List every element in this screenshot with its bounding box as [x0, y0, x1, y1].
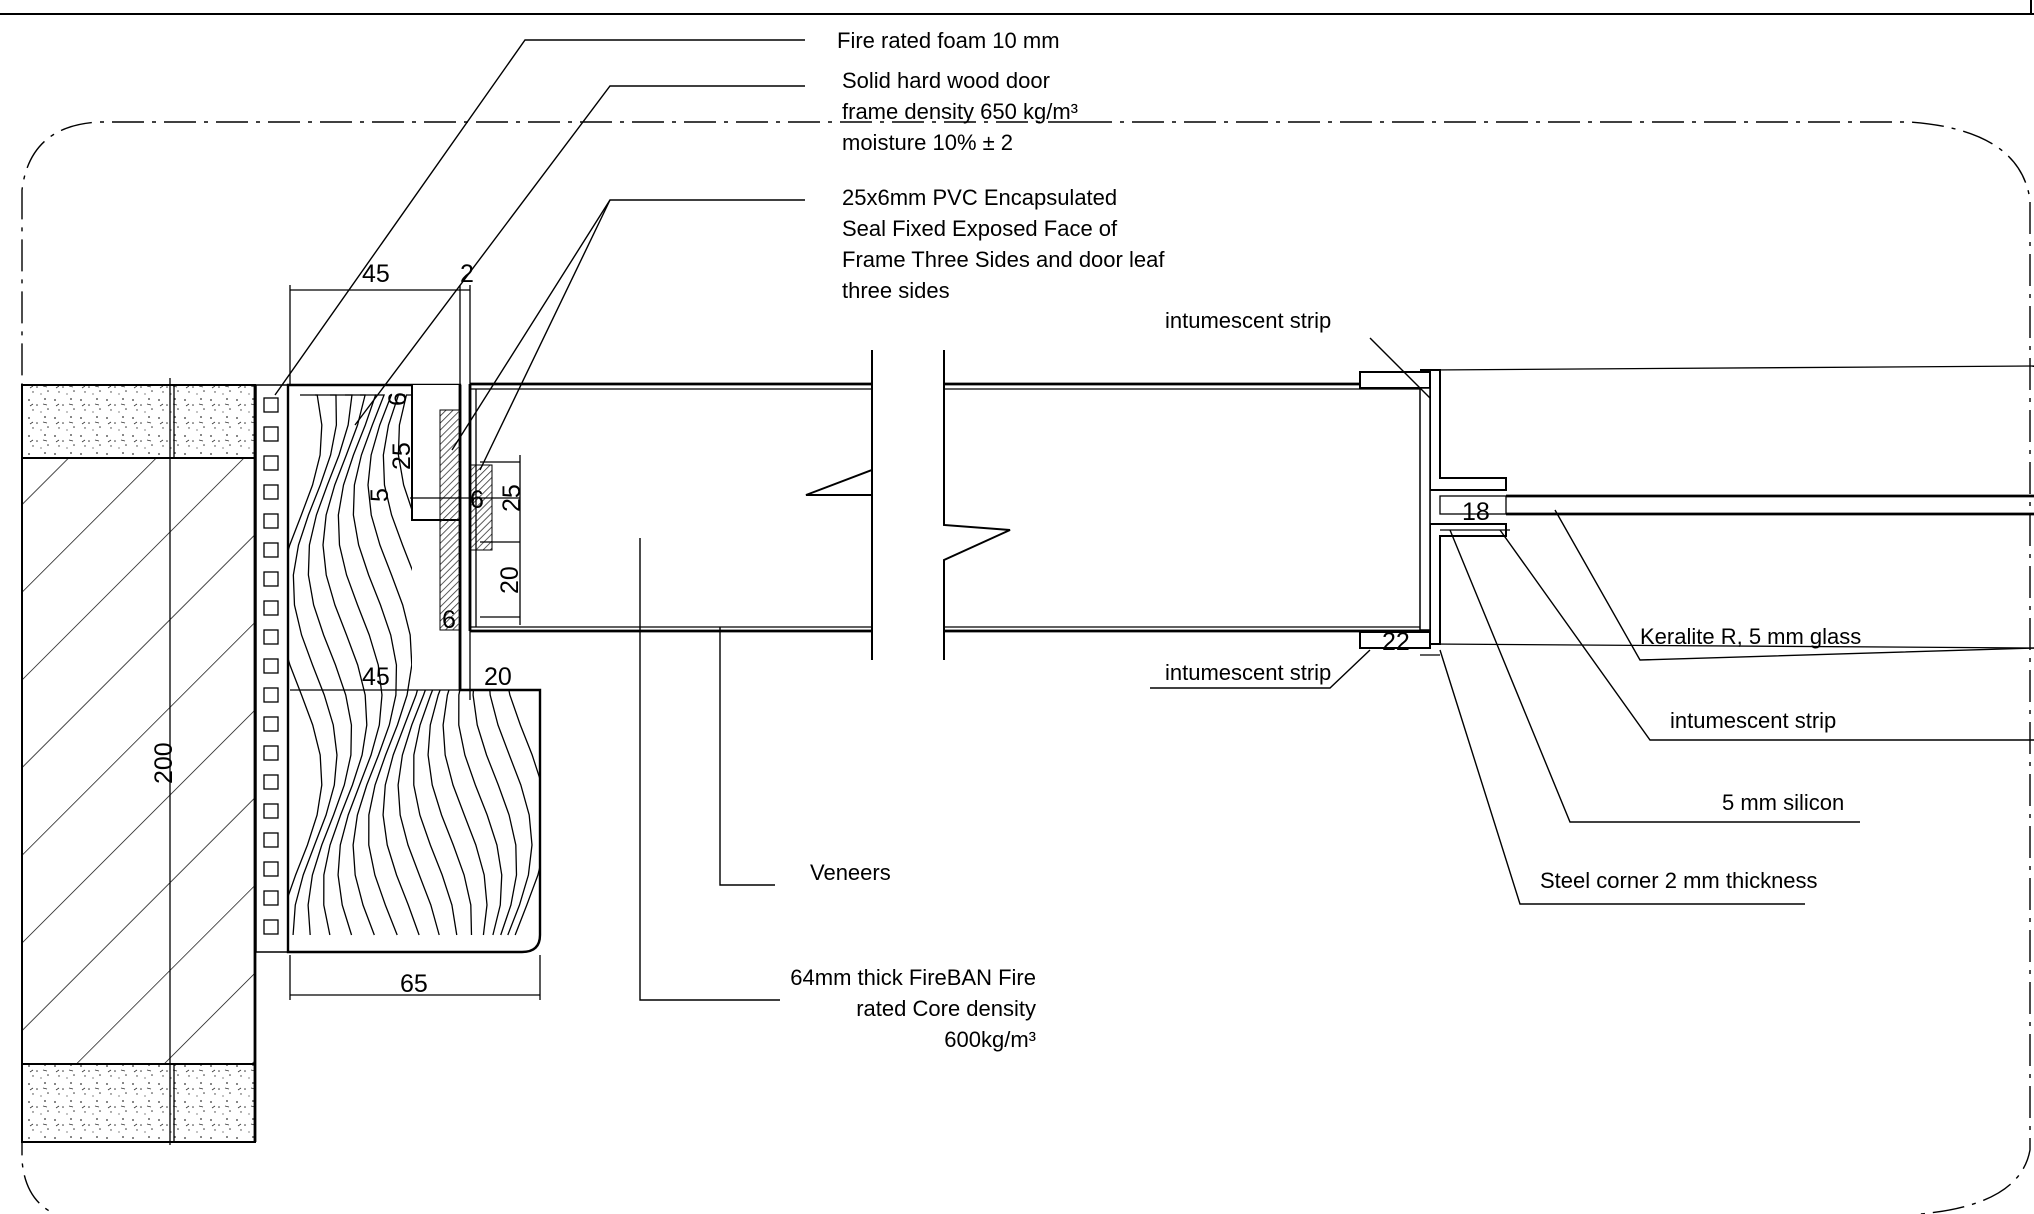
wood-grain-line	[307, 394, 353, 936]
foam-cell	[263, 745, 279, 761]
dim-steel-22: 22	[1382, 628, 1410, 656]
label-core-line3: 600kg/m³	[944, 1027, 1036, 1052]
dim-20-horizontal: 20	[484, 663, 512, 691]
dim-20-vertical: 20	[496, 566, 524, 594]
label-core-line1: 64mm thick FireBAN Fire	[790, 965, 1036, 990]
dim-frame-45-lower: 45	[362, 663, 390, 691]
steel-corner-glazing	[1359, 365, 2034, 649]
dim-frame-65: 65	[400, 970, 428, 998]
label-hardwood-line3: moisture 10% ± 2	[842, 130, 1013, 155]
label-silicon: 5 mm silicon	[1722, 790, 1844, 815]
masonry-wall	[21, 384, 257, 1143]
foam-cell	[263, 455, 279, 471]
label-intumescent-bottom: intumescent strip	[1165, 660, 1331, 685]
door-leaf	[468, 350, 1430, 670]
label-pvc-line4: three sides	[842, 278, 950, 303]
dimension-lines	[169, 285, 1510, 1145]
dim-6-bottom: 6	[442, 606, 456, 634]
foam-cell	[263, 803, 279, 819]
label-core-line2: rated Core density	[856, 996, 1036, 1021]
foam-cell	[263, 861, 279, 877]
foam-cell	[263, 426, 279, 442]
dim-6-mid: 6	[470, 486, 484, 514]
wood-grain-line	[367, 394, 413, 936]
dim-6-top: 6	[384, 392, 412, 406]
label-pvc-line1: 25x6mm PVC Encapsulated	[842, 185, 1117, 210]
pvc-seal-lower	[439, 519, 461, 631]
dim-25-right: 25	[498, 484, 526, 512]
label-veneers: Veneers	[810, 860, 891, 885]
label-intumescent-right: intumescent strip	[1670, 708, 1836, 733]
foam-cell	[263, 484, 279, 500]
dim-5: 5	[366, 488, 394, 502]
dim-glass-18: 18	[1462, 498, 1490, 526]
label-steel-corner: Steel corner 2 mm thickness	[1540, 868, 1818, 893]
foam-cell	[263, 774, 279, 790]
wood-grain-line	[352, 394, 398, 936]
label-hardwood-line2: frame density 650 kg/m³	[842, 99, 1078, 124]
foam-cell	[263, 687, 279, 703]
pvc-seal-upper	[439, 409, 461, 521]
foam-cell	[263, 397, 279, 413]
foam-cell	[263, 919, 279, 935]
label-pvc-line3: Frame Three Sides and door leaf	[842, 247, 1165, 272]
wood-grain-line	[337, 394, 383, 936]
label-keralite: Keralite R, 5 mm glass	[1640, 624, 1861, 649]
label-fire-foam: Fire rated foam 10 mm	[837, 28, 1060, 53]
break-line-left	[805, 350, 873, 660]
dim-wall-200: 200	[150, 742, 178, 784]
detail-boundary	[21, 121, 2031, 1214]
label-intumescent-top: intumescent strip	[1165, 308, 1331, 333]
dim-25-left: 25	[388, 442, 416, 470]
foam-cell	[263, 716, 279, 732]
leader-lines	[274, 39, 2034, 1001]
label-hardwood-line1: Solid hard wood door	[842, 68, 1050, 93]
foam-cell	[263, 832, 279, 848]
foam-cell	[263, 890, 279, 906]
foam-cell	[263, 513, 279, 529]
fire-foam-strip	[255, 384, 289, 953]
wood-grain-line	[288, 394, 323, 936]
foam-cell	[263, 600, 279, 616]
label-pvc-line2: Seal Fixed Exposed Face of	[842, 216, 1118, 241]
foam-cell	[263, 571, 279, 587]
wood-grain-line	[322, 394, 368, 936]
foam-cell	[263, 658, 279, 674]
dim-frame-45-top: 45	[362, 260, 390, 288]
wood-grain-line	[292, 394, 338, 936]
foam-cell	[263, 542, 279, 558]
foam-cell	[263, 629, 279, 645]
break-line-right	[943, 350, 1011, 660]
